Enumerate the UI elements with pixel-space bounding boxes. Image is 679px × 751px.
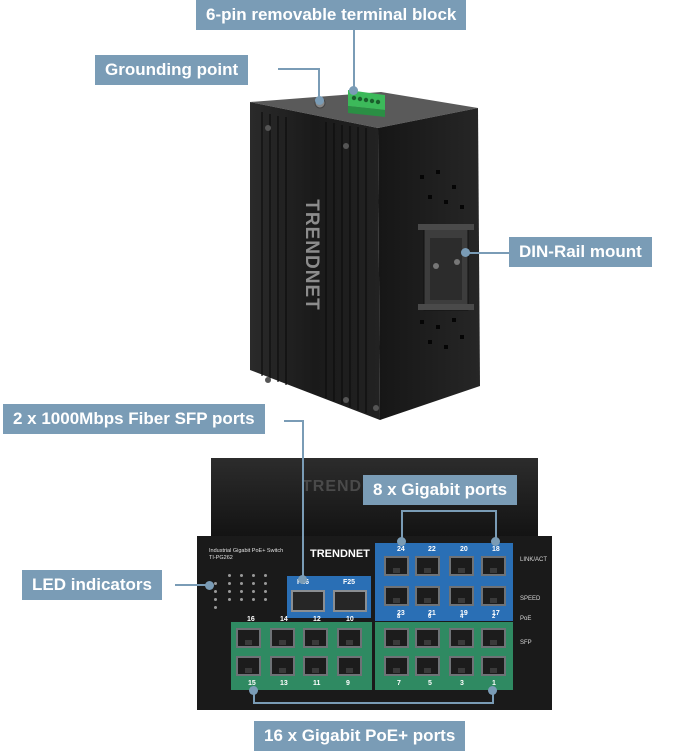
ethernet-port[interactable] bbox=[415, 586, 440, 606]
sfp-label-f25: F25 bbox=[343, 579, 356, 586]
led-indicators-callout: LED indicators bbox=[22, 570, 162, 600]
port-number: 17 bbox=[492, 610, 500, 617]
legend-link-act: LINK/ACT bbox=[520, 557, 548, 563]
poe-ethernet-port[interactable] bbox=[481, 628, 506, 648]
poe-ethernet-port[interactable] bbox=[337, 656, 362, 676]
sfp-leader-h bbox=[284, 420, 304, 422]
poe-ports-callout: 16 x Gigabit PoE+ ports bbox=[254, 721, 466, 751]
legend-speed: SPEED bbox=[520, 596, 541, 602]
port-number: 20 bbox=[460, 546, 468, 553]
sfp-leader-dot bbox=[298, 575, 307, 584]
port-number: 13 bbox=[280, 680, 288, 687]
sfp-leader-v bbox=[302, 420, 304, 580]
din-rail-callout: DIN-Rail mount bbox=[509, 237, 652, 267]
port-number: 18 bbox=[492, 546, 500, 553]
legend-sfp: SFP bbox=[520, 640, 532, 646]
gigabit-bracket-left bbox=[401, 510, 403, 540]
led-leader-dot bbox=[205, 581, 214, 590]
terminal-block bbox=[348, 90, 385, 117]
poe-ethernet-port[interactable] bbox=[415, 656, 440, 676]
port-number: 2 bbox=[492, 614, 496, 620]
legend-poe: PoE bbox=[520, 616, 532, 622]
ethernet-port[interactable] bbox=[415, 556, 440, 576]
poe-ethernet-port[interactable] bbox=[303, 656, 328, 676]
grounding-leader-vert bbox=[318, 68, 320, 100]
grounding-leader-dot bbox=[315, 96, 324, 105]
gigabit-ports-callout: 8 x Gigabit ports bbox=[363, 475, 518, 505]
model-name-line2: TI-PG262 bbox=[209, 555, 233, 561]
port-number: 16 bbox=[247, 616, 255, 623]
poe-bracket-left bbox=[253, 690, 255, 704]
port-number: 11 bbox=[313, 680, 321, 687]
poe-dot-right bbox=[488, 686, 497, 695]
poe-ethernet-port[interactable] bbox=[415, 628, 440, 648]
din-rail-clip bbox=[418, 224, 474, 311]
port-number: 7 bbox=[397, 680, 401, 687]
poe-ethernet-port[interactable] bbox=[449, 628, 474, 648]
ethernet-port[interactable] bbox=[481, 586, 506, 606]
port-number: 8 bbox=[397, 614, 401, 620]
gigabit-dot-left bbox=[397, 537, 406, 546]
terminal-leader bbox=[353, 29, 355, 91]
port-number: 9 bbox=[346, 680, 350, 687]
port-number: 10 bbox=[346, 616, 354, 623]
port-number: 1 bbox=[492, 680, 496, 687]
poe-ethernet-port[interactable] bbox=[236, 656, 261, 676]
poe-dot-left bbox=[249, 686, 258, 695]
ethernet-port[interactable] bbox=[449, 556, 474, 576]
poe-ethernet-port[interactable] bbox=[236, 628, 261, 648]
port-number: 19 bbox=[460, 610, 468, 617]
grounding-leader bbox=[278, 68, 320, 70]
port-number: 12 bbox=[313, 616, 321, 623]
heat-sink-fins bbox=[261, 112, 367, 413]
gigabit-dot-right bbox=[491, 537, 500, 546]
poe-ethernet-port[interactable] bbox=[481, 656, 506, 676]
din-leader bbox=[466, 252, 510, 254]
sfp-port[interactable] bbox=[333, 590, 367, 612]
port-number: 6 bbox=[428, 614, 432, 620]
port-number: 4 bbox=[460, 614, 464, 620]
port-number: 23 bbox=[397, 610, 405, 617]
poe-ethernet-port[interactable] bbox=[337, 628, 362, 648]
sfp-port[interactable] bbox=[291, 590, 325, 612]
port-number: 5 bbox=[428, 680, 432, 687]
din-rail-switch-side-view: TRENDNET bbox=[250, 90, 480, 420]
terminal-block-callout: 6-pin removable terminal block bbox=[196, 0, 467, 30]
gigabit-bracket-right bbox=[495, 510, 497, 540]
poe-bracket-right bbox=[492, 690, 494, 704]
side-brand-logo: TRENDNET bbox=[301, 199, 322, 310]
poe-bracket-h bbox=[253, 702, 494, 704]
ethernet-port[interactable] bbox=[384, 556, 409, 576]
led-indicator-grid bbox=[214, 568, 270, 616]
port-number: 14 bbox=[280, 616, 288, 623]
poe-ethernet-port[interactable] bbox=[270, 628, 295, 648]
ethernet-port[interactable] bbox=[449, 586, 474, 606]
terminal-leader-dot bbox=[349, 86, 358, 95]
port-number: 22 bbox=[428, 546, 436, 553]
din-leader-dot bbox=[461, 248, 470, 257]
poe-ethernet-port[interactable] bbox=[384, 656, 409, 676]
ethernet-port[interactable] bbox=[481, 556, 506, 576]
ethernet-port[interactable] bbox=[384, 586, 409, 606]
grounding-point-callout: Grounding point bbox=[95, 55, 249, 85]
front-brand-logo: TRENDNET bbox=[310, 548, 370, 560]
port-number: 24 bbox=[397, 546, 405, 553]
poe-ethernet-port[interactable] bbox=[384, 628, 409, 648]
poe-ethernet-port[interactable] bbox=[449, 656, 474, 676]
port-number: 3 bbox=[460, 680, 464, 687]
fiber-sfp-callout: 2 x 1000Mbps Fiber SFP ports bbox=[3, 404, 265, 434]
gigabit-bracket-h bbox=[401, 510, 497, 512]
poe-ethernet-port[interactable] bbox=[270, 656, 295, 676]
poe-ethernet-port[interactable] bbox=[303, 628, 328, 648]
led-leader bbox=[175, 584, 209, 586]
port-number: 21 bbox=[428, 610, 436, 617]
model-name-line1: Industrial Gigabit PoE+ Switch bbox=[209, 548, 284, 554]
port-number: 15 bbox=[248, 680, 256, 687]
